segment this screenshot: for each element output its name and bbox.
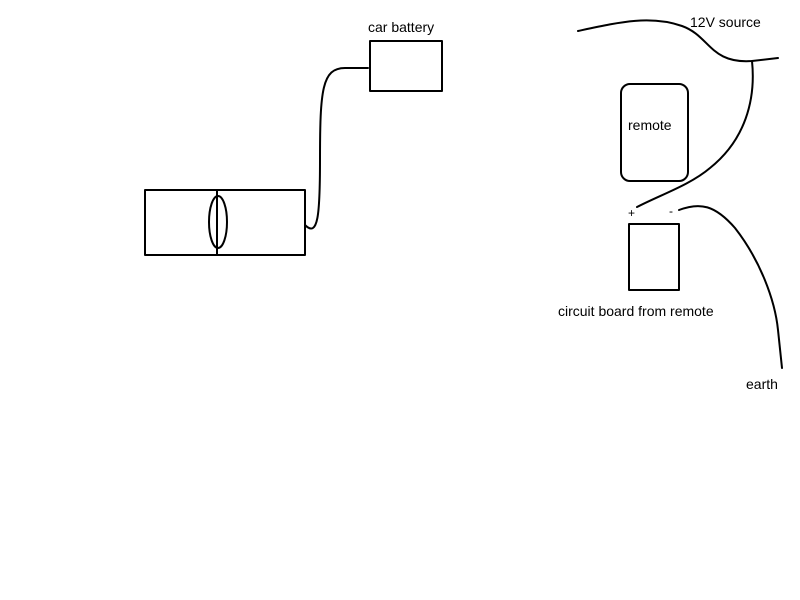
negative-terminal-label: - bbox=[669, 204, 673, 218]
device-box bbox=[144, 189, 306, 256]
remote-label: remote bbox=[628, 117, 672, 133]
source-12v-label: 12V source bbox=[690, 14, 761, 30]
battery-wire bbox=[304, 67, 369, 230]
circuit-board-label: circuit board from remote bbox=[558, 303, 714, 319]
remote-box bbox=[620, 83, 689, 182]
circuit-board-box bbox=[628, 223, 680, 291]
earth-wire bbox=[678, 205, 783, 369]
car-battery-label: car battery bbox=[368, 19, 435, 35]
source-12v-wire bbox=[577, 19, 779, 63]
earth-label: earth bbox=[746, 376, 778, 392]
positive-terminal-label: + bbox=[628, 206, 636, 220]
device-fuse-oval bbox=[208, 195, 228, 249]
car-battery-box bbox=[369, 40, 443, 92]
positive-wire bbox=[636, 60, 754, 208]
